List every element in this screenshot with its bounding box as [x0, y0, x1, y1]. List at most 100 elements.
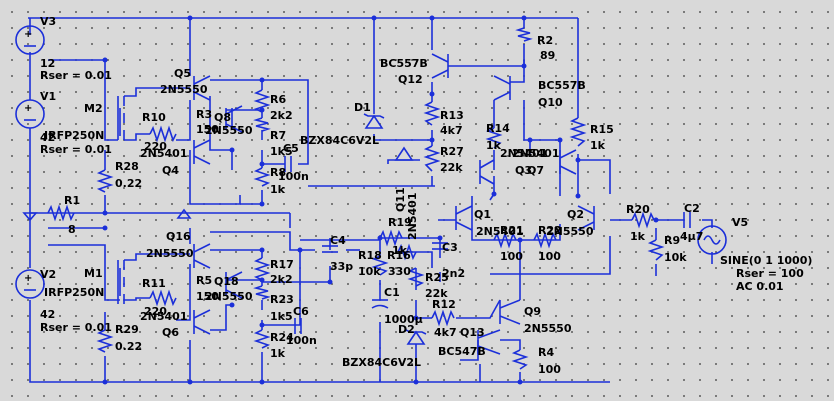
- label-R21-value: 100: [500, 250, 523, 263]
- label-Q8-value: 2N5550: [205, 124, 253, 137]
- label-R19-value: 1k: [392, 244, 408, 257]
- label-R14-name: R14: [486, 122, 510, 135]
- resistor-symbols: [47, 27, 665, 370]
- label-R20-value: 1k: [630, 230, 646, 243]
- label-V3-name: V3: [40, 15, 56, 28]
- label-Q16-name: Q16: [166, 230, 191, 243]
- label-D1-name: D1: [354, 101, 371, 114]
- label-V2-name: V2: [40, 268, 56, 281]
- label-Q4-name: Q4: [162, 164, 179, 177]
- label-R29-value: 0.22: [115, 340, 142, 353]
- label-R2-name: R2: [537, 34, 553, 47]
- label-Q18-name: Q18: [214, 275, 239, 288]
- label-Q11-value: 2N5401: [406, 193, 419, 240]
- label-V2-value: 42: [40, 308, 55, 321]
- label-R17-name: R17: [270, 258, 294, 271]
- label-R6-name: R6: [270, 93, 286, 106]
- label-R16-name: R16: [387, 249, 411, 262]
- label-Q9-value: 2N5550: [524, 322, 572, 335]
- mosfet-M2: [117, 96, 125, 140]
- label-Q18-value: 2N5550: [205, 290, 253, 303]
- label-V5-ac: AC 0.01: [736, 280, 784, 293]
- label-D2-name: D2: [398, 323, 415, 336]
- label-R8-value: 1k: [270, 183, 286, 196]
- label-Q7-value: 2N5401: [512, 147, 559, 160]
- label-R1-name: R1: [64, 194, 80, 207]
- label-M1-name: M1: [84, 267, 103, 280]
- label-R7-value: 1k5: [270, 145, 293, 158]
- label-Q12-value: BC557B: [380, 57, 428, 70]
- label-D1-value: BZX84C6V2L: [300, 134, 379, 147]
- label-R4-name: R4: [538, 346, 554, 359]
- label-R3-value: 150: [196, 123, 219, 136]
- label-Q7-name: Q7: [527, 164, 544, 177]
- label-R1-value: 8: [68, 223, 76, 236]
- label-C1-name: C1: [384, 286, 400, 299]
- label-C1-value: 1000µ: [384, 313, 423, 326]
- label-V1-value: 42: [40, 131, 55, 144]
- label-Q5-name: Q5: [174, 67, 191, 80]
- zener-triangle-mid: [394, 146, 414, 161]
- capacitor-symbols: [284, 156, 691, 334]
- label-R24-name: R24: [270, 331, 294, 344]
- label-R20-name: R20: [626, 203, 650, 216]
- mosfet-M1: [117, 260, 125, 304]
- label-R19-name: R19: [388, 216, 412, 229]
- label-Q11-name: Q11: [394, 187, 407, 212]
- label-R13-value: 4k7: [440, 124, 463, 137]
- label-Q2-value: 2N5550: [546, 225, 594, 238]
- label-R18-name: R18: [358, 249, 382, 262]
- label-R9-name: R9: [664, 234, 680, 247]
- label-R10-name: R10: [142, 111, 166, 124]
- label-R5-name: R5: [196, 274, 212, 287]
- label-M2-value: IRFP250N: [44, 129, 104, 142]
- label-R23-name: R23: [270, 293, 294, 306]
- label-R22-value: 100: [538, 250, 561, 263]
- label-Q13-name: Q13: [460, 326, 485, 339]
- label-Q4-value: 2N5401: [140, 147, 187, 160]
- label-Q3-value: 2N5401: [500, 147, 547, 160]
- voltage-source-V5: [697, 225, 727, 255]
- label-R11-name: R11: [142, 277, 166, 290]
- label-Q6-name: Q6: [162, 326, 179, 339]
- label-R12-value: 4k7: [434, 326, 457, 339]
- label-Q1-value: 2N5401: [476, 225, 523, 238]
- label-M1-value: IRFP250N: [44, 286, 104, 299]
- label-V5-rser: Rser = 100: [736, 267, 804, 280]
- label-Q8-name: Q8: [214, 111, 231, 124]
- ground-symbol: [22, 212, 38, 222]
- label-C6-name: C6: [293, 305, 309, 318]
- label-R9-value: 10k: [664, 251, 687, 264]
- label-Q9-name: Q9: [524, 305, 541, 318]
- label-R27-name: R27: [440, 145, 464, 158]
- label-R25-value: 22k: [425, 287, 448, 300]
- svg-text:+: +: [24, 29, 32, 40]
- label-C3-name: C3: [442, 241, 458, 254]
- label-R10-value: 220: [144, 140, 167, 153]
- label-V5-source: SINE(0 1 1000): [720, 254, 812, 267]
- label-R21-name: R21: [500, 224, 524, 237]
- label-Q5-value: 2N5550: [160, 83, 208, 96]
- label-C2-name: C2: [684, 202, 700, 215]
- label-R29-name: R29: [115, 323, 139, 336]
- label-Q6-value: 2N5401: [140, 310, 187, 323]
- label-C2-value: 4µ7: [680, 230, 703, 243]
- voltage-source-V2: +: [15, 269, 45, 299]
- label-C5-value: 100n: [278, 170, 309, 183]
- label-Q1-name: Q1: [474, 208, 491, 221]
- label-R8-name: R8: [270, 166, 286, 179]
- label-Q3-name: Q3: [515, 164, 532, 177]
- svg-text:+: +: [24, 273, 32, 284]
- label-R24-value: 1k: [270, 347, 286, 360]
- label-Q12-name: Q12: [398, 73, 423, 86]
- label-R25-name: R25: [425, 271, 449, 284]
- label-R16-value: 330: [388, 265, 411, 278]
- label-R15-value: 1k: [590, 139, 606, 152]
- voltage-source-V1: +: [15, 99, 45, 129]
- label-V2-rser: Rser = 0.01: [40, 321, 112, 334]
- label-R23-value: 1k5: [270, 310, 293, 323]
- label-V5-name: V5: [732, 216, 748, 229]
- label-R22-name: R22: [538, 224, 562, 237]
- label-Q10-name: Q10: [538, 96, 563, 109]
